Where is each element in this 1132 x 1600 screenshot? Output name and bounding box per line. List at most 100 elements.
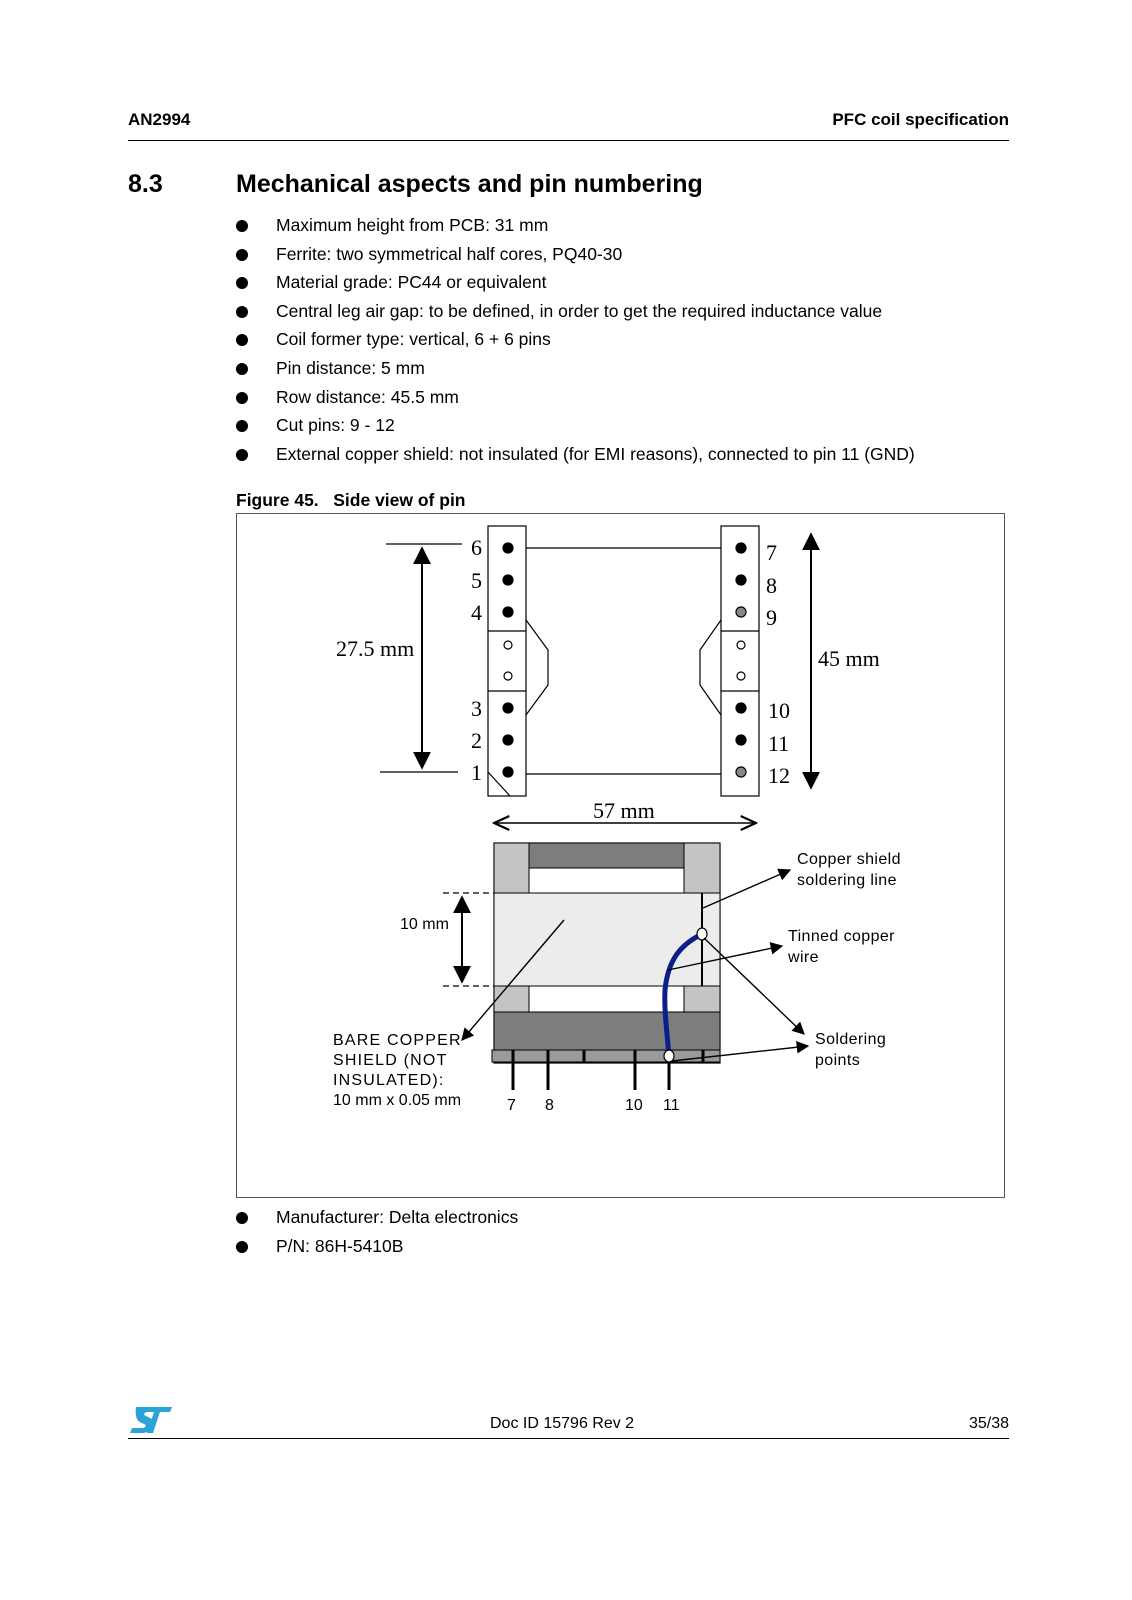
body-bump-left [525, 619, 549, 716]
core-leg [683, 985, 721, 1013]
pin-label: 3 [471, 696, 482, 721]
bullet-icon [236, 248, 248, 261]
dim-label-57: 57 mm [593, 798, 655, 823]
list-item: Ferrite: two symmetrical half cores, PQ4… [236, 240, 915, 269]
pin-label: 7 [766, 540, 777, 565]
list-item-text: Pin distance: 5 mm [276, 357, 425, 378]
header-doc-code: AN2994 [128, 110, 191, 129]
pin-dot [502, 702, 514, 714]
bullet-icon [236, 1240, 248, 1253]
list-item: External copper shield: not insulated (f… [236, 440, 915, 469]
list-item: Row distance: 45.5 mm [236, 383, 915, 412]
bullet-icon [236, 391, 248, 404]
empty-pin-hole [736, 640, 746, 650]
list-item: Central leg air gap: to be defined, in o… [236, 297, 915, 326]
tinned-copper-wire [662, 931, 704, 1058]
bullet-icon [236, 334, 248, 347]
list-item-text: External copper shield: not insulated (f… [276, 443, 915, 464]
pin-dot [502, 542, 514, 554]
label-bare-shield: 10 mm x 0.05 mm [333, 1092, 461, 1109]
pin-dot [502, 606, 514, 618]
footer-page-number: 35/38 [968, 1415, 1009, 1432]
pin-dot [502, 734, 514, 746]
dim-label-27-5: 27.5 mm [336, 636, 414, 661]
leader-bare-shield [461, 919, 565, 1041]
figure-frame [236, 513, 1005, 1198]
list-item-text: Central leg air gap: to be defined, in o… [276, 300, 883, 321]
bullet-icon [236, 420, 248, 433]
body-bump-right [699, 619, 722, 716]
bullet-icon [236, 277, 248, 290]
pin-dot [502, 766, 514, 778]
list-item: Coil former type: vertical, 6 + 6 pins [236, 325, 915, 354]
leader-soldering-top [703, 937, 805, 1035]
top-view [380, 525, 820, 823]
label-tinned-wire: wire [787, 949, 819, 966]
footer-doc-id: Doc ID 15796 Rev 2 [490, 1415, 635, 1432]
section-title: Mechanical aspects and pin numbering [236, 170, 703, 198]
pin-label: 8 [545, 1097, 554, 1114]
empty-pin-hole [736, 671, 746, 681]
pin-label: 5 [471, 568, 482, 593]
list-item: Manufacturer: Delta electronics [236, 1203, 518, 1232]
list-item: P/N: 86H-5410B [236, 1232, 518, 1261]
list-item-text: Cut pins: 9 - 12 [276, 415, 395, 436]
section-number: 8.3 [128, 170, 163, 198]
pin-label: 10 [768, 698, 790, 723]
label-soldering: points [815, 1052, 860, 1069]
side-view [443, 842, 810, 1090]
right-pin-strip [720, 525, 760, 797]
pin-label: 2 [471, 728, 482, 753]
label-bare-shield: BARE COPPER [333, 1032, 462, 1049]
label-copper-shield: Copper shield [797, 851, 901, 868]
supplier-list: Manufacturer: Delta electronics P/N: 86H… [236, 1203, 518, 1260]
label-bare-shield: INSULATED): [333, 1072, 445, 1089]
header-rule [128, 140, 1009, 141]
core-leg [683, 842, 721, 894]
spec-list: Maximum height from PCB: 31 mm Ferrite: … [236, 211, 915, 468]
figure-caption: Figure 45. Side view of pin [236, 490, 466, 510]
core-top-yoke [528, 842, 685, 869]
list-item: Material grade: PC44 or equivalent [236, 268, 915, 297]
bullet-icon [236, 220, 248, 232]
list-item: Cut pins: 9 - 12 [236, 411, 915, 440]
label-bare-shield: SHIELD (NOT [333, 1052, 448, 1069]
pin1-bevel [487, 771, 511, 797]
pin-label: 7 [507, 1097, 516, 1114]
pin-dot [735, 702, 747, 714]
pin-dot [502, 574, 514, 586]
pin-label: 12 [768, 763, 790, 788]
list-item-text: P/N: 86H-5410B [276, 1235, 404, 1256]
bullet-icon [236, 362, 248, 375]
soldering-point [663, 1049, 675, 1063]
cut-pin-dot [735, 766, 747, 778]
list-item: Pin distance: 5 mm [236, 354, 915, 383]
pin-label: 10 [625, 1097, 643, 1114]
pin-label: 4 [471, 600, 482, 625]
pin-dot [735, 734, 747, 746]
core-leg [493, 985, 530, 1013]
pin-label: 9 [766, 605, 777, 630]
leader-soldering-bottom [671, 1040, 810, 1062]
list-item-text: Material grade: PC44 or equivalent [276, 272, 547, 293]
pin-label: 6 [471, 535, 482, 560]
list-item-text: Coil former type: vertical, 6 + 6 pins [276, 329, 551, 350]
empty-pin-hole [503, 640, 513, 650]
soldering-point [696, 927, 708, 941]
list-item-text: Maximum height from PCB: 31 mm [276, 215, 549, 235]
st-logo-icon [130, 1407, 172, 1433]
pin-label: 11 [768, 731, 789, 756]
list-item-text: Row distance: 45.5 mm [276, 386, 459, 407]
list-item-text: Ferrite: two symmetrical half cores, PQ4… [276, 243, 623, 264]
pin-label: 11 [663, 1097, 680, 1114]
pin-label: 8 [766, 573, 777, 598]
label-copper-shield: soldering line [797, 872, 897, 889]
core-leg [493, 842, 530, 894]
leader-copper-shield [702, 868, 792, 909]
label-soldering: Soldering [815, 1031, 886, 1048]
pin-label: 1 [471, 760, 482, 785]
label-tinned-wire: Tinned copper [788, 928, 895, 945]
coil-former-base [491, 1049, 721, 1063]
dim-label-10: 10 mm [400, 916, 449, 933]
